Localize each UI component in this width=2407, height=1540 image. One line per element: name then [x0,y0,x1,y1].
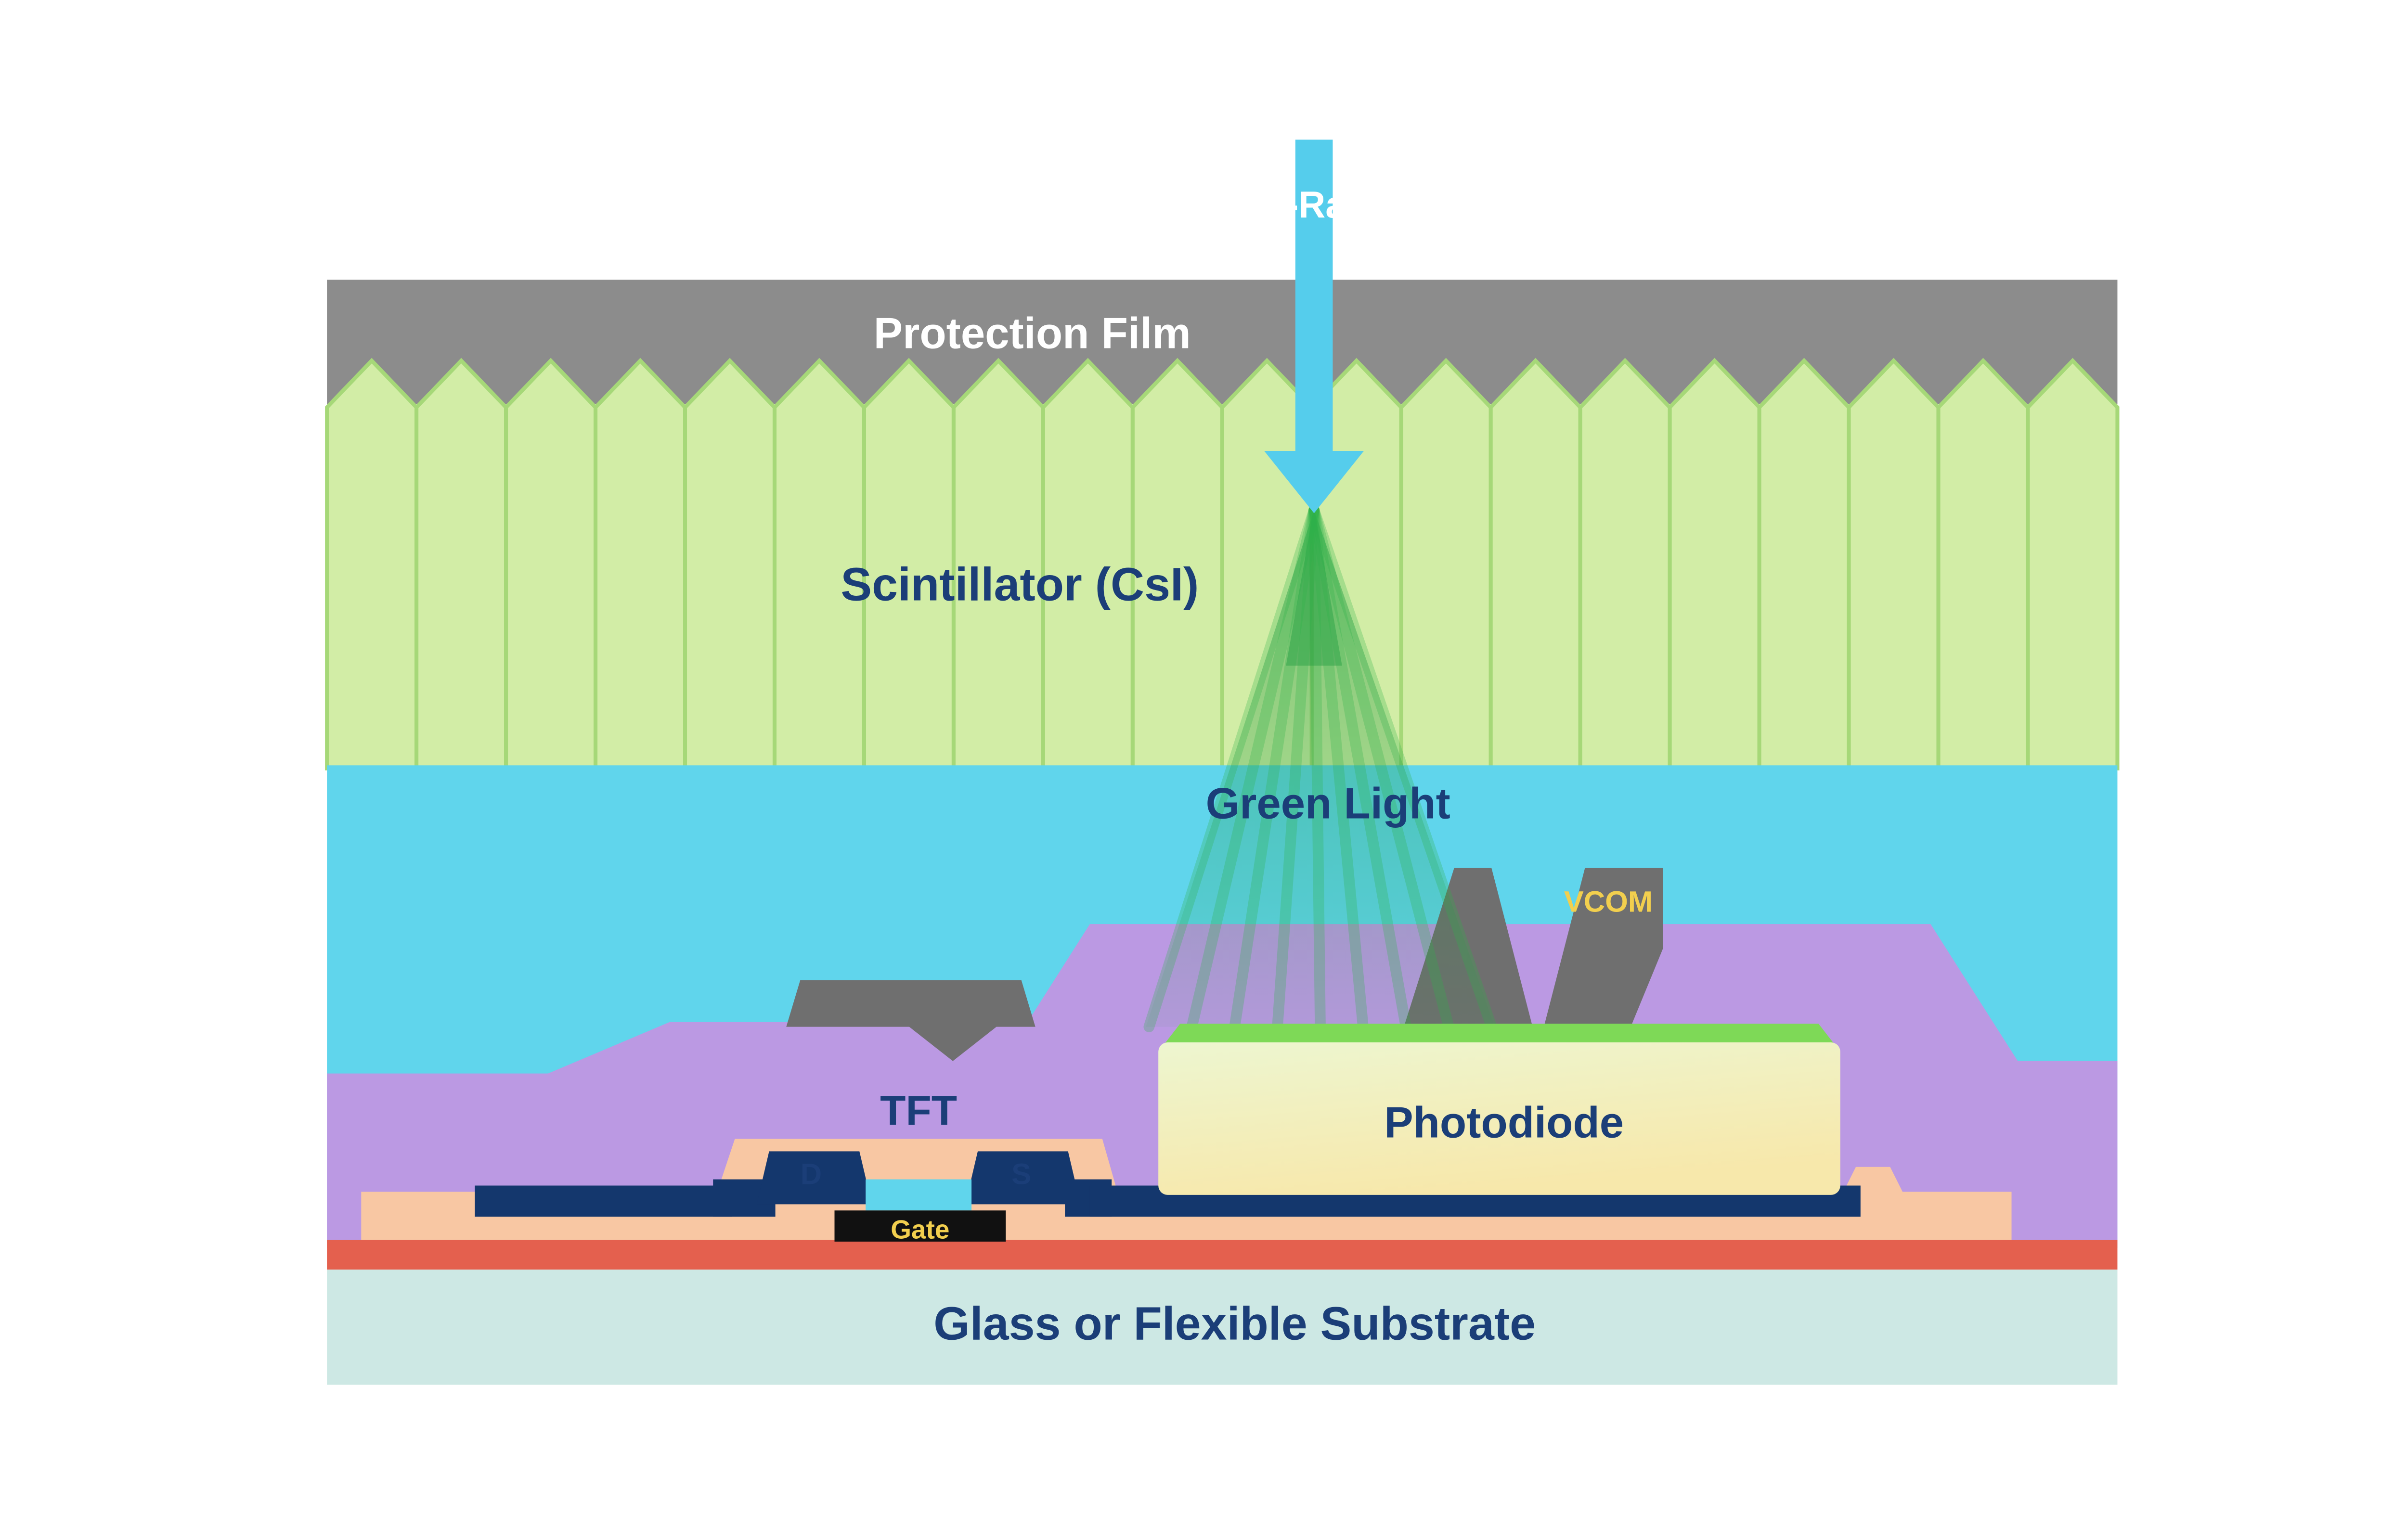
substrate-layer [327,1270,2118,1385]
scintillator-column [325,358,419,770]
green-light-ray [1308,504,1454,1032]
scintillator-column [683,358,777,770]
green-light-ray [1229,504,1320,1032]
green-light-cone [1146,510,1495,1027]
green-light-cone-core [1286,507,1342,666]
green-light-ray [1186,504,1320,1032]
vcom-label: VCOM [1564,885,1653,918]
drain-electrode [756,1151,872,1205]
green-light-ray [1143,504,1320,1032]
scintillator-column [1399,358,1493,770]
green-light-ray [1308,504,1497,1032]
photodiode-body [1158,1042,1840,1195]
green-light-ray [1272,504,1320,1032]
scintillator-column [414,358,508,770]
xray-label: X-Ray [1261,184,1367,226]
protection-film-label: Protection Film [874,309,1191,358]
scintillator-column [1936,358,2030,770]
protection-film-layer [327,280,2118,404]
tft-channel [866,1179,972,1211]
gate-line-layer [327,1240,2118,1270]
scintillator-column [1488,358,1582,770]
tft-label: TFT [880,1087,957,1134]
source-label: S [1011,1157,1031,1191]
photodiode-label: Photodiode [1384,1098,1624,1147]
scintillator-column [1668,358,1761,770]
green-light-ray [1308,504,1326,1032]
green-light-label: Green Light [1206,779,1450,828]
tft-shield-electrode [786,980,1035,1061]
scintillator-column [2026,358,2120,770]
scintillator-label: Scintillator (CsI) [841,558,1199,610]
green-light-ray [1308,504,1411,1032]
xray-arrow-head [1264,450,1364,513]
substrate-label: Glass or Flexible Substrate [933,1297,1536,1350]
gate-electrode [834,1210,1006,1242]
scintillator-column [1578,358,1672,770]
scintillator-column [1757,358,1851,770]
scintillator-column [594,358,687,770]
scintillator-columns [325,358,2120,770]
scintillator-column [504,358,598,770]
green-light-rays [1143,504,1497,1032]
source-electrode [965,1151,1081,1205]
xray-arrow [1264,140,1364,513]
drain-label: D [801,1157,822,1191]
green-light-ray [1308,504,1369,1032]
xray-arrow-shaft [1295,140,1333,454]
gate-label: Gate [891,1214,949,1244]
scintillator-column [1847,358,1941,770]
metal-left-bus [475,1185,732,1217]
